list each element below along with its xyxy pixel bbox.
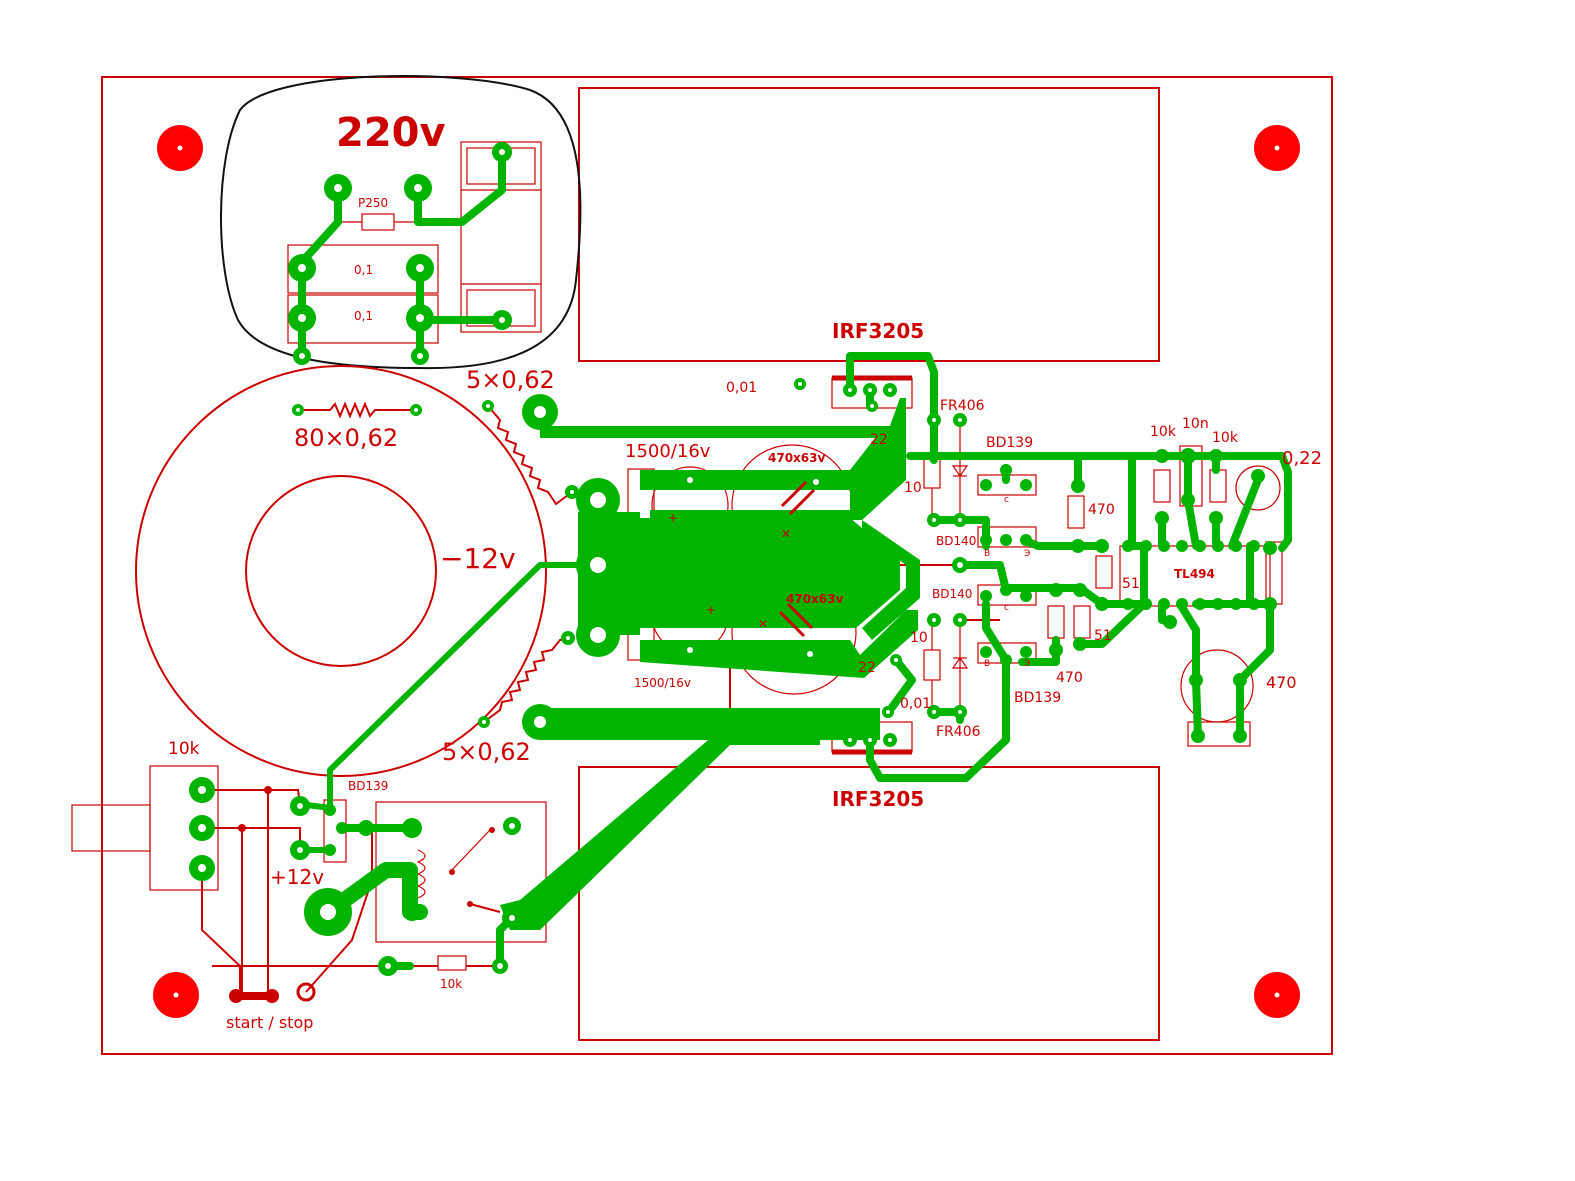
plus12-label: +12v [270, 865, 324, 889]
cap-022-body [1235, 465, 1281, 511]
mosfet-top-label: IRF3205 [832, 319, 924, 343]
mains-section-outline [220, 75, 582, 370]
cap-1500-top-label: 1500/16v [625, 441, 711, 462]
svg-text:+: + [668, 511, 678, 525]
res-10k-right-label: 10k [1212, 430, 1239, 446]
cap-022-label: 0,22 [1282, 448, 1322, 469]
res-51-top-label: 51 [1122, 576, 1140, 592]
diode-top-label: FR406 [940, 398, 985, 414]
cap-470-top-label: 470x63v [768, 451, 825, 465]
svg-text:✕: ✕ [758, 617, 768, 631]
startstop-label: start / stop [226, 1013, 313, 1032]
res-22-bottom-label: 22 [858, 660, 876, 676]
transistor-pin-letters: c c B Э B Э [984, 495, 1030, 669]
res-10-top-label: 10 [904, 480, 922, 496]
res-10k-left-body [1153, 469, 1171, 503]
svg-text:✕: ✕ [781, 527, 791, 541]
svg-text:c: c [1004, 603, 1009, 613]
winding-top-label: 5×0,62 [466, 366, 555, 394]
res-10k-right-body [1209, 469, 1227, 503]
svg-text:Э: Э [1024, 549, 1030, 559]
diode-bottom-label: FR406 [936, 724, 981, 740]
winding-80-symbol [298, 401, 416, 419]
cap-470-bottom-label: 470x63v [786, 592, 843, 606]
res-51-top-body [1095, 555, 1113, 589]
mains-label: 220v [336, 110, 446, 156]
res-10k-bottom-body [437, 955, 467, 971]
cap-001-top-label: 0,01 [726, 380, 757, 396]
res-10-bottom-label: 10 [910, 630, 928, 646]
mounting-holes [153, 125, 1300, 1018]
bd139-bottom-label: BD139 [1014, 690, 1061, 706]
cap-470-right-label: 470 [1266, 673, 1297, 692]
cap-1500-bottom-label: 1500/16v [634, 676, 691, 690]
res-470-top-body [1067, 495, 1085, 529]
winding-5-top-symbol [487, 405, 573, 506]
svg-text:B: B [984, 659, 990, 669]
polarity-marks: ✕ ✕ + + [668, 480, 816, 638]
ic-label: TL494 [1174, 567, 1215, 581]
res-10k-bottom-label: 10k [440, 977, 462, 991]
input-voltage-label: −12v [440, 542, 516, 575]
pot-label: 10k [168, 739, 200, 759]
mains-connector-body [460, 141, 542, 333]
cap-bottom-label: 0,1 [354, 309, 373, 323]
board-outline [101, 76, 1333, 1055]
winding-5-bottom-symbol [483, 637, 569, 723]
svg-text:c: c [1004, 495, 1009, 505]
svg-text:B: B [984, 549, 990, 559]
svg-text:+: + [706, 603, 716, 617]
res-51-bottom-label: 51 [1094, 628, 1112, 644]
res-470-top-label: 470 [1088, 502, 1115, 518]
bd140-top-body [977, 526, 1037, 548]
mosfet-bottom-label: IRF3205 [832, 787, 924, 811]
pot-10k-shaft [71, 804, 151, 852]
res-470-bottom-body [1047, 605, 1065, 639]
winding-main-label: 80×0,62 [294, 424, 398, 452]
bd140-bottom-label: BD140 [932, 587, 972, 601]
cap-0-1-top-body [287, 244, 439, 294]
heatsink-top [578, 87, 1160, 362]
svg-text:Э: Э [1024, 659, 1030, 669]
fuse-label: P250 [358, 196, 388, 210]
bd139-start-label: BD139 [348, 779, 388, 793]
cap-top-label: 0,1 [354, 263, 373, 277]
cap-001-bottom-label: 0,01 [900, 696, 931, 712]
bd139-top-label: BD139 [986, 435, 1033, 451]
heatsink-bottom [578, 766, 1160, 1041]
res-10-bottom-body [923, 649, 941, 681]
res-51-bottom-body [1073, 605, 1091, 639]
res-22-top-label: 22 [870, 432, 888, 448]
cap-10n-label: 10n [1182, 416, 1209, 432]
bd140-top-label: BD140 [936, 534, 976, 548]
component-pads [189, 142, 1277, 976]
res-470-bottom-label: 470 [1056, 670, 1083, 686]
res-10k-left-label: 10k [1150, 424, 1177, 440]
transformer-inner [245, 475, 437, 667]
transformer-outer [135, 365, 547, 777]
fuse-body [361, 213, 395, 231]
winding-bottom-label: 5×0,62 [442, 738, 531, 766]
